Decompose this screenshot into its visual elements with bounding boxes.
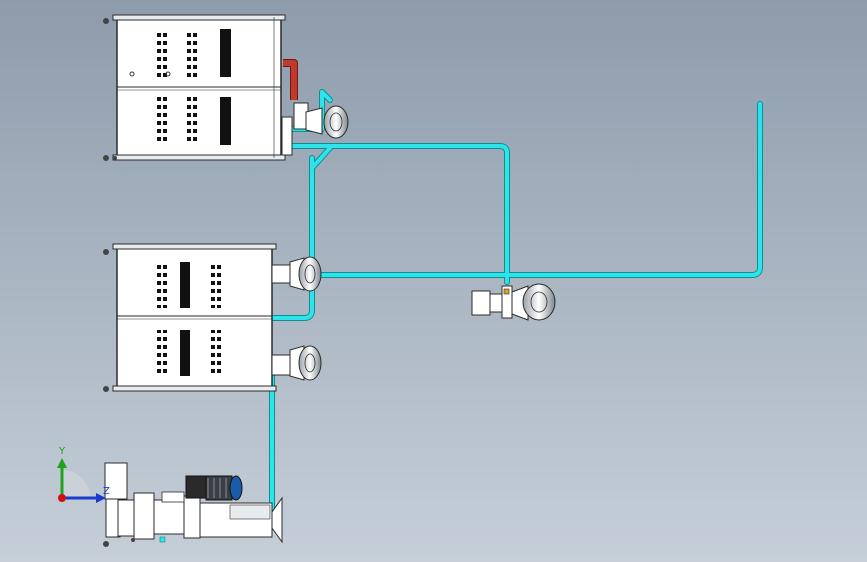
lower-air-handler-cabinet[interactable] [103, 243, 277, 392]
red-riser-pipe [283, 59, 298, 100]
inline-centrifugal-fan[interactable] [471, 283, 556, 321]
triad-y-label: Y [58, 446, 66, 457]
upper-air-handler-cabinet[interactable] [103, 14, 286, 161]
middle-fan-unit-lower[interactable] [271, 345, 322, 381]
upper-fan-unit[interactable] [281, 102, 349, 156]
blower-machine-assembly[interactable] [103, 462, 283, 547]
middle-fan-unit-upper[interactable] [271, 256, 322, 292]
triad-z-label: Z [103, 486, 110, 497]
triad-icon[interactable]: Y Z [57, 446, 110, 503]
